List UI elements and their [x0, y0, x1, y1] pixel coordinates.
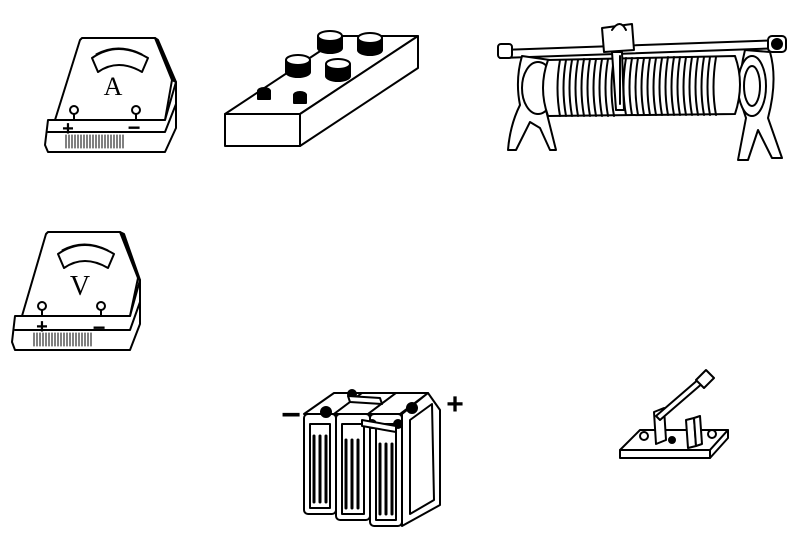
battery-plus-label: + [446, 388, 464, 421]
ammeter-plus-label: + [62, 118, 74, 140]
battery-minus-label: − [281, 396, 301, 434]
knife-switch-icon [619, 369, 729, 459]
sliding-rheostat [497, 23, 787, 161]
voltmeter-plus-label: + [36, 316, 48, 338]
voltmeter: V + − [11, 231, 141, 351]
ammeter-minus-label: − [128, 115, 141, 140]
ammeter-face-label: A [104, 72, 123, 101]
resistance-knob [325, 58, 351, 82]
battery-cell [369, 413, 403, 527]
sliding-rheostat-icon [497, 23, 787, 161]
battery-pack: − + [281, 388, 464, 527]
ammeter-icon [44, 37, 177, 153]
resistance-box [224, 30, 419, 147]
knife-switch [619, 369, 729, 459]
resistance-knob [357, 32, 383, 56]
voltmeter-face-label: V [70, 271, 90, 302]
battery-cell [335, 413, 371, 521]
voltmeter-icon [11, 231, 141, 351]
battery-cell [303, 413, 337, 515]
resistance-knob [317, 30, 343, 54]
ammeter: A + − [44, 37, 177, 153]
battery-pack-icon [303, 389, 441, 527]
voltmeter-minus-label: − [93, 315, 106, 340]
resistance-terminal [257, 87, 271, 100]
resistance-knob [285, 54, 311, 78]
resistance-terminal [293, 91, 307, 104]
